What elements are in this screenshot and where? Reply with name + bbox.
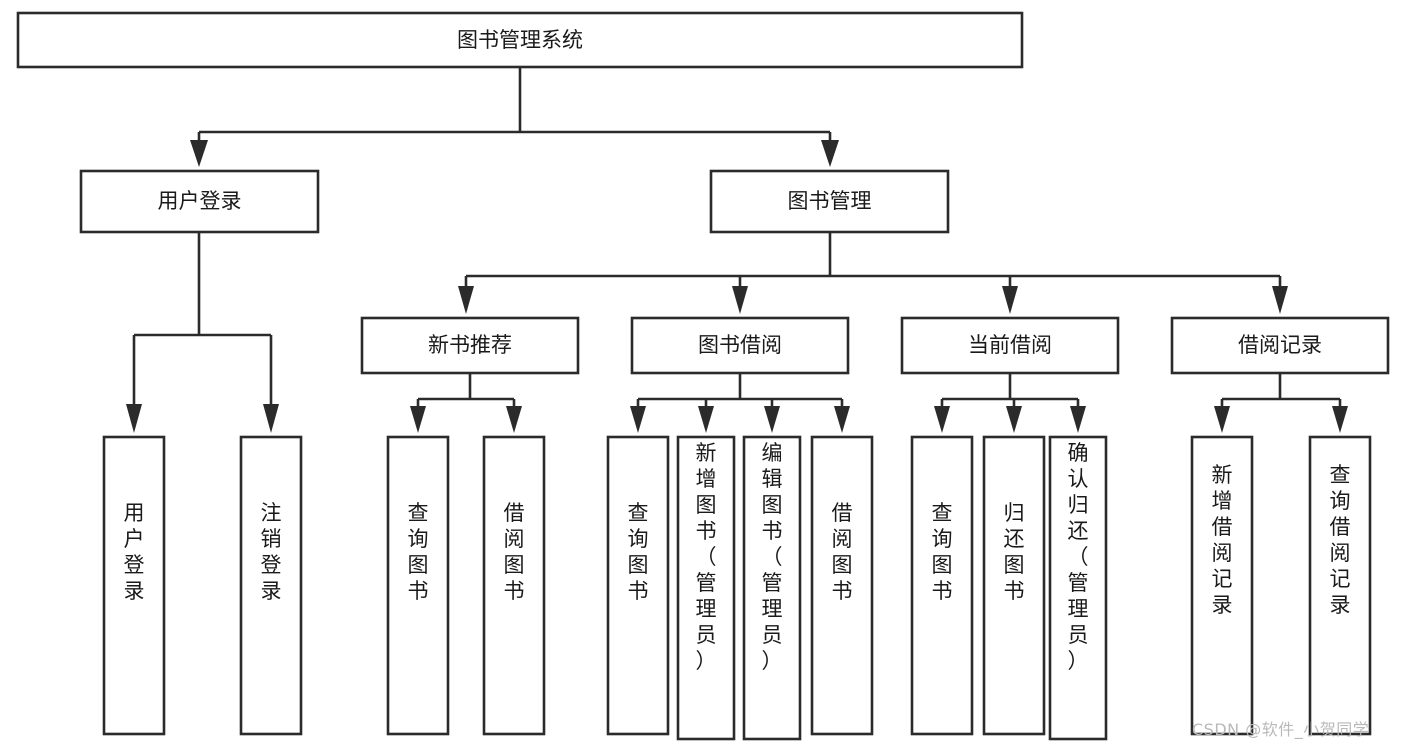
node-new-book-rec[interactable]: 新书推荐 (360, 316, 580, 375)
arrow-head-leaf-query-book-1 (410, 406, 426, 433)
csdn-watermark: CSDN @软件_小贺同学 (1192, 720, 1370, 739)
node-user-login[interactable]: 用户登录 (79, 169, 320, 234)
node-leaf-logout[interactable]: 注销登录 (239, 435, 303, 736)
arrow-head-leaf-query-book-2 (630, 406, 646, 433)
arrow-head-leaf-add-borrow-record (1214, 406, 1230, 433)
node-leaf-query-book-3-box[interactable] (910, 435, 974, 736)
node-leaf-query-borrow-record-box[interactable] (1308, 435, 1372, 736)
node-leaf-return-book[interactable]: 归还图书 (982, 435, 1046, 736)
arrow-head-current-borrow (1002, 286, 1018, 314)
node-borrow-record[interactable]: 借阅记录 (1170, 316, 1390, 375)
node-leaf-add-borrow-record-label: 新增借阅记录 (1212, 463, 1233, 617)
node-leaf-borrow-book-2-label: 借阅图书 (832, 501, 853, 603)
node-leaf-edit-book-admin-box[interactable] (742, 435, 802, 741)
arrow-head-leaf-confirm-return-admin (1070, 406, 1086, 433)
node-current-borrow-label: 当前借阅 (968, 333, 1052, 357)
arrow-head-user-login (190, 140, 208, 167)
node-leaf-add-borrow-record-box[interactable] (1190, 435, 1254, 736)
arrow-head-book-borrow (732, 286, 748, 314)
node-root[interactable]: 图书管理系统 (16, 11, 1024, 69)
node-user-login-box[interactable] (79, 169, 320, 234)
node-book-manage-label: 图书管理 (788, 189, 872, 213)
node-leaf-confirm-return-admin-label: 确认归还（管理员） (1068, 441, 1089, 673)
node-leaf-confirm-return-admin[interactable]: 确认归还（管理员） (1048, 435, 1108, 741)
node-current-borrow-box[interactable] (900, 316, 1120, 375)
node-leaf-add-borrow-record[interactable]: 新增借阅记录 (1190, 435, 1254, 736)
node-leaf-query-book-2-box[interactable] (606, 435, 670, 736)
node-leaf-query-book-3-label: 查询图书 (932, 501, 953, 603)
node-leaf-borrow-book-1[interactable]: 借阅图书 (482, 435, 546, 736)
node-leaf-query-book-1-box[interactable] (386, 435, 450, 736)
node-book-borrow[interactable]: 图书借阅 (630, 316, 850, 375)
node-leaf-add-book-admin[interactable]: 新增图书（管理员） (676, 435, 736, 741)
arrow-head-borrow-record (1272, 286, 1288, 314)
node-leaf-query-book-2[interactable]: 查询图书 (606, 435, 670, 736)
node-leaf-edit-book-admin-label: 编辑图书（管理员） (762, 441, 783, 673)
node-leaf-logout-box[interactable] (239, 435, 303, 736)
node-leaf-query-borrow-record[interactable]: 查询借阅记录 (1308, 435, 1372, 736)
node-leaf-user-login[interactable]: 用户登录 (102, 435, 166, 736)
node-leaf-query-book-3[interactable]: 查询图书 (910, 435, 974, 736)
node-book-manage-box[interactable] (709, 169, 950, 234)
node-leaf-add-book-admin-box[interactable] (676, 435, 736, 741)
node-book-manage[interactable]: 图书管理 (709, 169, 950, 234)
node-leaf-edit-book-admin[interactable]: 编辑图书（管理员） (742, 435, 802, 741)
node-current-borrow[interactable]: 当前借阅 (900, 316, 1120, 375)
node-leaf-query-borrow-record-label: 查询借阅记录 (1330, 463, 1351, 617)
arrow-head-leaf-edit-book-admin (764, 406, 780, 433)
node-book-borrow-box[interactable] (630, 316, 850, 375)
arrow-head-new-book-rec (458, 286, 474, 314)
connector-edges (126, 67, 1348, 433)
node-user-login-label: 用户登录 (158, 189, 242, 213)
arrow-head-leaf-user-login (126, 404, 142, 433)
node-leaf-borrow-book-2-box[interactable] (810, 435, 874, 736)
node-new-book-rec-box[interactable] (360, 316, 580, 375)
node-root-box[interactable] (16, 11, 1024, 69)
node-leaf-query-book-1-label: 查询图书 (408, 501, 429, 603)
node-leaf-return-book-box[interactable] (982, 435, 1046, 736)
node-new-book-rec-label: 新书推荐 (428, 333, 512, 357)
node-book-borrow-label: 图书借阅 (698, 333, 782, 357)
node-leaf-user-login-label: 用户登录 (124, 501, 145, 603)
node-leaf-query-book-1[interactable]: 查询图书 (386, 435, 450, 736)
node-root-label: 图书管理系统 (457, 28, 583, 52)
node-leaf-confirm-return-admin-box[interactable] (1048, 435, 1108, 741)
arrow-head-leaf-logout (263, 404, 279, 433)
node-leaf-borrow-book-1-label: 借阅图书 (504, 501, 525, 603)
node-leaf-add-book-admin-label: 新增图书（管理员） (696, 441, 717, 673)
node-borrow-record-box[interactable] (1170, 316, 1390, 375)
node-leaf-logout-label: 注销登录 (261, 501, 282, 603)
node-leaf-user-login-box[interactable] (102, 435, 166, 736)
arrow-head-leaf-return-book (1006, 406, 1022, 433)
arrow-head-leaf-query-book-3 (934, 406, 950, 433)
arrow-head-book-manage (821, 140, 839, 167)
node-borrow-record-label: 借阅记录 (1238, 333, 1322, 357)
node-leaf-borrow-book-2[interactable]: 借阅图书 (810, 435, 874, 736)
node-leaf-return-book-label: 归还图书 (1004, 501, 1025, 603)
node-leaf-borrow-book-1-box[interactable] (482, 435, 546, 736)
node-leaf-query-book-2-label: 查询图书 (628, 501, 649, 603)
arrow-head-leaf-borrow-book-1 (506, 406, 522, 433)
arrow-head-leaf-borrow-book-2 (834, 406, 850, 433)
arrow-head-leaf-query-borrow-record (1332, 406, 1348, 433)
arrow-head-leaf-add-book-admin (698, 406, 714, 433)
